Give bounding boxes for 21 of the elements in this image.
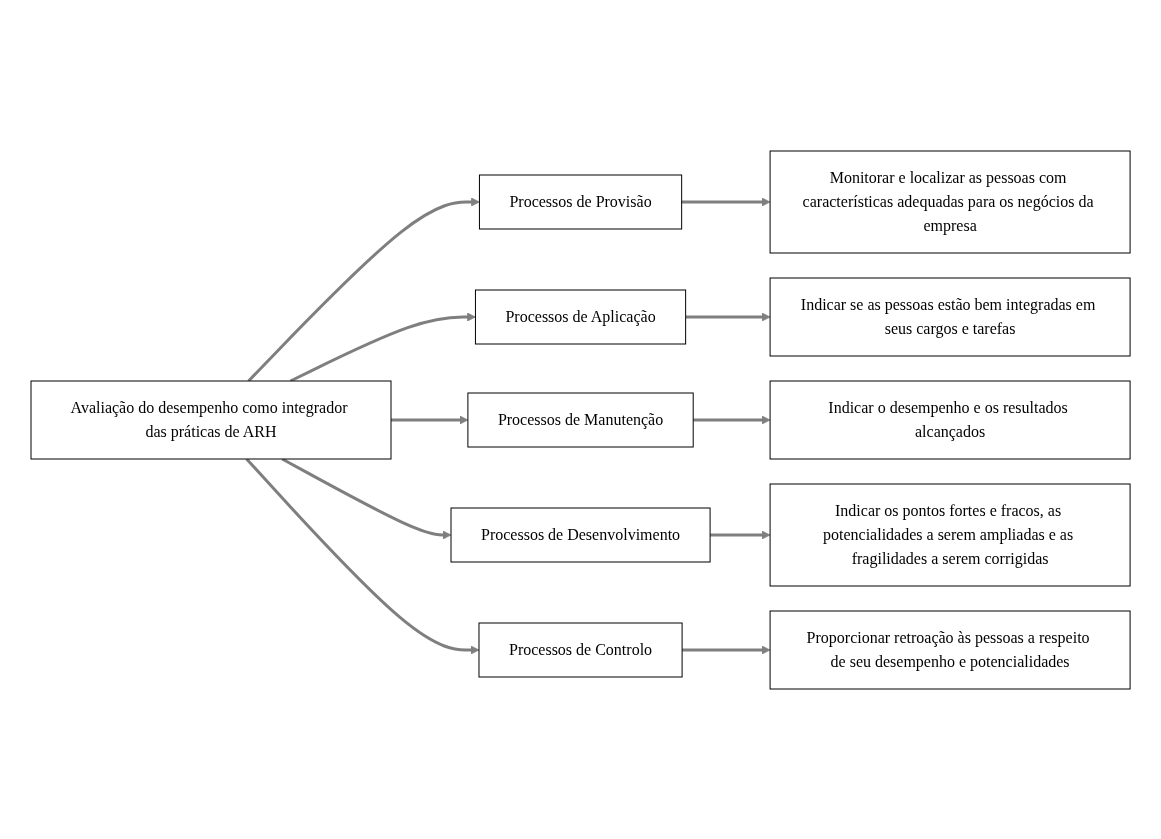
arrow bbox=[390, 415, 469, 424]
node-box: Avaliação do desempenho como integrador das práticas de ARH bbox=[30, 380, 392, 459]
node-box: Processos de Desenvolvimento bbox=[450, 507, 711, 562]
node-box: Indicar os pontos fortes e fracos, as potencialidades a serem ampliadas e as fragilidades a serem corrigidas bbox=[769, 483, 1131, 586]
node-box: Processos de Manutenção bbox=[467, 392, 694, 447]
node-box: Monitorar e localizar as pessoas com características adequadas para os negócios da empresa bbox=[769, 150, 1131, 253]
node-box: Processos de Controlo bbox=[478, 622, 683, 677]
node-box: Indicar o desempenho e os resultados alcançados bbox=[769, 380, 1131, 459]
arrow bbox=[281, 457, 452, 539]
node-box: Indicar se as pessoas estão bem integradas em seus cargos e tarefas bbox=[769, 277, 1131, 356]
node-box: Processos de Aplicação bbox=[474, 289, 687, 344]
node-box: Processos de Provisão bbox=[478, 174, 683, 229]
arrow bbox=[693, 415, 771, 424]
arrow bbox=[682, 645, 771, 654]
arrow bbox=[681, 197, 771, 206]
arrow bbox=[289, 312, 476, 382]
arrow bbox=[685, 312, 771, 321]
arrow bbox=[245, 457, 480, 654]
node-box: Proporcionar retroação às pessoas a respeito de seu desempenho e potencialidades bbox=[769, 610, 1131, 689]
arrow bbox=[710, 530, 771, 539]
arrow bbox=[247, 197, 480, 382]
